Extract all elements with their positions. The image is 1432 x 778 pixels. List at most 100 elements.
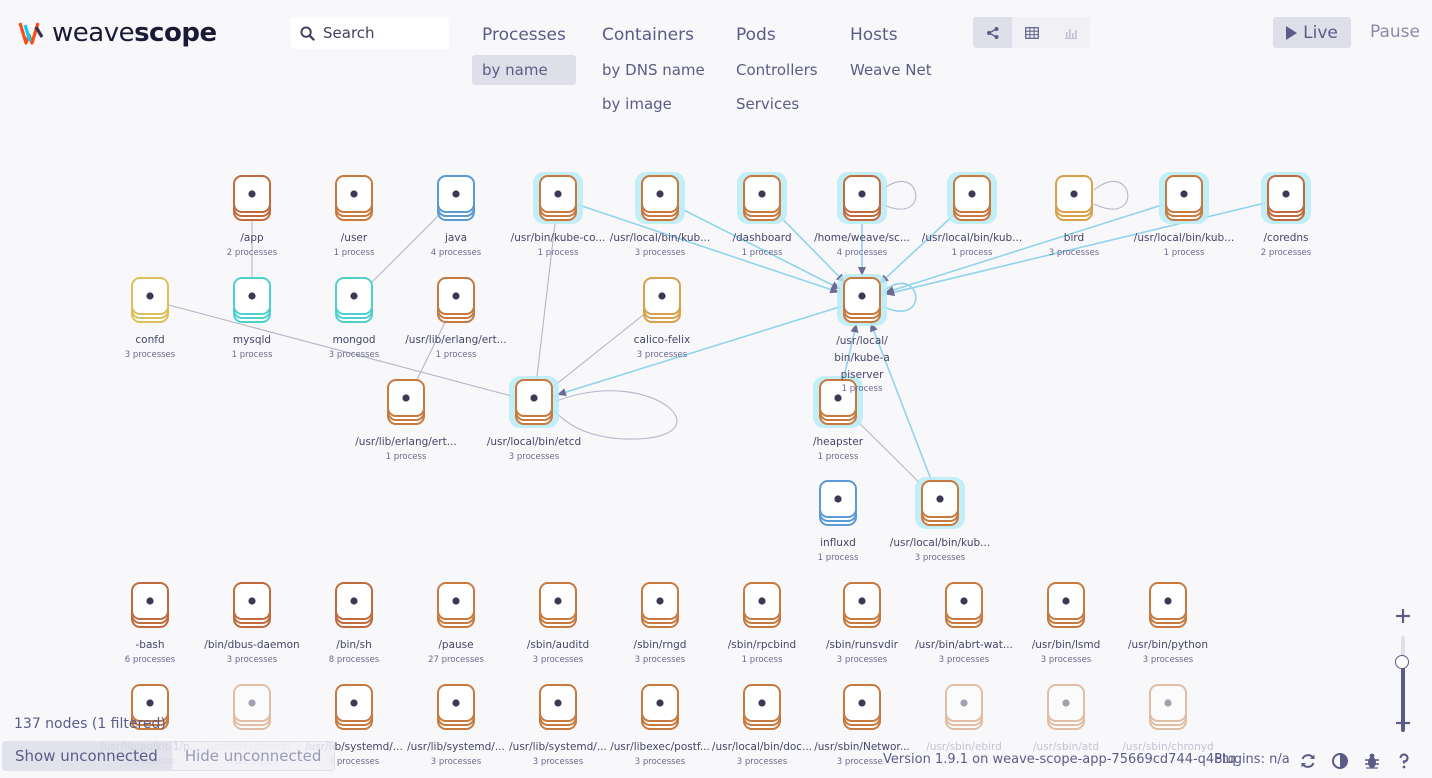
process-node[interactable] — [641, 684, 679, 730]
process-node[interactable] — [437, 175, 475, 221]
zoom-slider-handle[interactable] — [1395, 655, 1409, 669]
process-node[interactable] — [437, 277, 475, 323]
node-label: /usr/sbin/atd — [1033, 741, 1099, 753]
show-unconnected-button[interactable]: Show unconnected — [2, 741, 171, 771]
resources-view-icon — [1064, 28, 1077, 39]
process-node[interactable] — [837, 172, 887, 224]
node-process-count: 3 processes — [634, 248, 686, 258]
node-process-count: 3 processes — [532, 655, 584, 665]
process-node[interactable] — [947, 172, 997, 224]
process-node[interactable] — [335, 684, 373, 730]
live-label: Live — [1303, 22, 1338, 43]
process-node[interactable] — [1047, 582, 1085, 628]
process-node[interactable] — [843, 582, 881, 628]
process-node[interactable] — [837, 274, 887, 326]
subtab-containers-by-dns-name[interactable]: by DNS name — [602, 61, 705, 79]
node-process-count: 3 processes — [836, 655, 888, 665]
edge — [557, 197, 863, 301]
search-box[interactable] — [291, 17, 449, 49]
process-node[interactable] — [539, 684, 577, 730]
node-label: /user — [340, 232, 368, 244]
graph-view-icon — [986, 26, 998, 39]
process-node[interactable] — [737, 172, 787, 224]
tab-processes[interactable]: Processes — [482, 25, 566, 45]
topology-containers: Containers by DNS name by image — [592, 24, 715, 119]
process-node[interactable] — [635, 172, 685, 224]
refresh-icon[interactable] — [1299, 752, 1317, 770]
process-node[interactable] — [1055, 175, 1093, 221]
pause-button[interactable]: Pause — [1370, 22, 1420, 42]
node-label: /pause — [438, 639, 474, 651]
tab-pods[interactable]: Pods — [736, 25, 776, 45]
process-node[interactable] — [641, 582, 679, 628]
process-node[interactable] — [743, 684, 781, 730]
edge — [659, 197, 863, 301]
node-process-count: 1 process — [385, 452, 427, 462]
process-node[interactable] — [509, 376, 559, 428]
process-node[interactable] — [233, 684, 271, 730]
live-button[interactable]: Live — [1273, 17, 1351, 48]
node-center-dot — [248, 597, 256, 605]
process-node[interactable] — [945, 684, 983, 730]
process-node[interactable] — [437, 684, 475, 730]
process-node[interactable] — [131, 582, 169, 628]
node-stack-layer — [1047, 688, 1085, 726]
node-label: /sbin/rpcbind — [727, 639, 797, 651]
node-process-count: 3 processes — [508, 452, 560, 462]
tab-containers[interactable]: Containers — [602, 25, 694, 45]
zoom-out-icon[interactable] — [1393, 713, 1413, 733]
weavescope-logo[interactable]: weavescope — [16, 17, 217, 49]
process-node[interactable] — [915, 477, 965, 529]
process-node[interactable] — [131, 684, 169, 730]
topology-pods: Pods Controllers Services — [726, 24, 828, 119]
process-node[interactable] — [813, 376, 863, 428]
hide-unconnected-button[interactable]: Hide unconnected — [170, 741, 336, 771]
subtab-pods-services[interactable]: Services — [736, 95, 800, 113]
subtab-hosts-weave-net[interactable]: Weave Net — [850, 61, 932, 79]
process-node[interactable] — [1149, 684, 1187, 730]
node-process-count: 3 processes — [124, 350, 176, 360]
weave-logo-icon — [18, 22, 44, 45]
tab-hosts[interactable]: Hosts — [850, 25, 898, 45]
process-node[interactable] — [335, 175, 373, 221]
subtab-processes-by-name[interactable]: by name — [472, 55, 576, 85]
node-label: /usr/local/bin/kub... — [889, 537, 991, 549]
process-node[interactable] — [131, 277, 169, 323]
process-node[interactable] — [335, 582, 373, 628]
search-input[interactable] — [323, 24, 438, 42]
process-node[interactable] — [643, 277, 681, 323]
node-process-count: 2 processes — [226, 248, 278, 258]
process-node[interactable] — [743, 582, 781, 628]
process-node[interactable] — [1159, 172, 1209, 224]
process-node[interactable] — [387, 379, 425, 425]
process-node[interactable] — [233, 277, 271, 323]
node-center-dot — [146, 597, 154, 605]
node-center-dot — [656, 699, 664, 707]
table-view-button[interactable] — [1012, 17, 1051, 48]
graph-view-button[interactable] — [973, 17, 1012, 48]
process-node[interactable] — [1149, 582, 1187, 628]
node-process-count: 3 processes — [1048, 248, 1100, 258]
zoom-in-icon[interactable] — [1393, 606, 1413, 626]
process-node[interactable] — [843, 684, 881, 730]
process-node[interactable] — [233, 175, 271, 221]
bug-icon[interactable] — [1363, 752, 1381, 770]
process-node[interactable] — [233, 582, 271, 628]
subtab-pods-controllers[interactable]: Controllers — [736, 61, 818, 79]
resources-view-button[interactable] — [1051, 17, 1090, 48]
process-node[interactable] — [335, 277, 373, 323]
node-center-dot — [834, 394, 842, 402]
contrast-icon[interactable] — [1331, 752, 1349, 770]
process-node[interactable] — [1261, 172, 1311, 224]
process-node[interactable] — [945, 582, 983, 628]
topology-hosts: Hosts Weave Net — [840, 24, 942, 85]
process-node[interactable] — [437, 582, 475, 628]
process-node[interactable] — [539, 582, 577, 628]
subtab-containers-by-image[interactable]: by image — [602, 95, 672, 113]
process-node[interactable] — [1047, 684, 1085, 730]
process-node[interactable] — [533, 172, 583, 224]
node-process-count: 27 processes — [428, 655, 484, 665]
node-label: /dashboard — [732, 232, 792, 244]
help-icon[interactable] — [1395, 752, 1413, 770]
process-node[interactable] — [819, 480, 857, 526]
